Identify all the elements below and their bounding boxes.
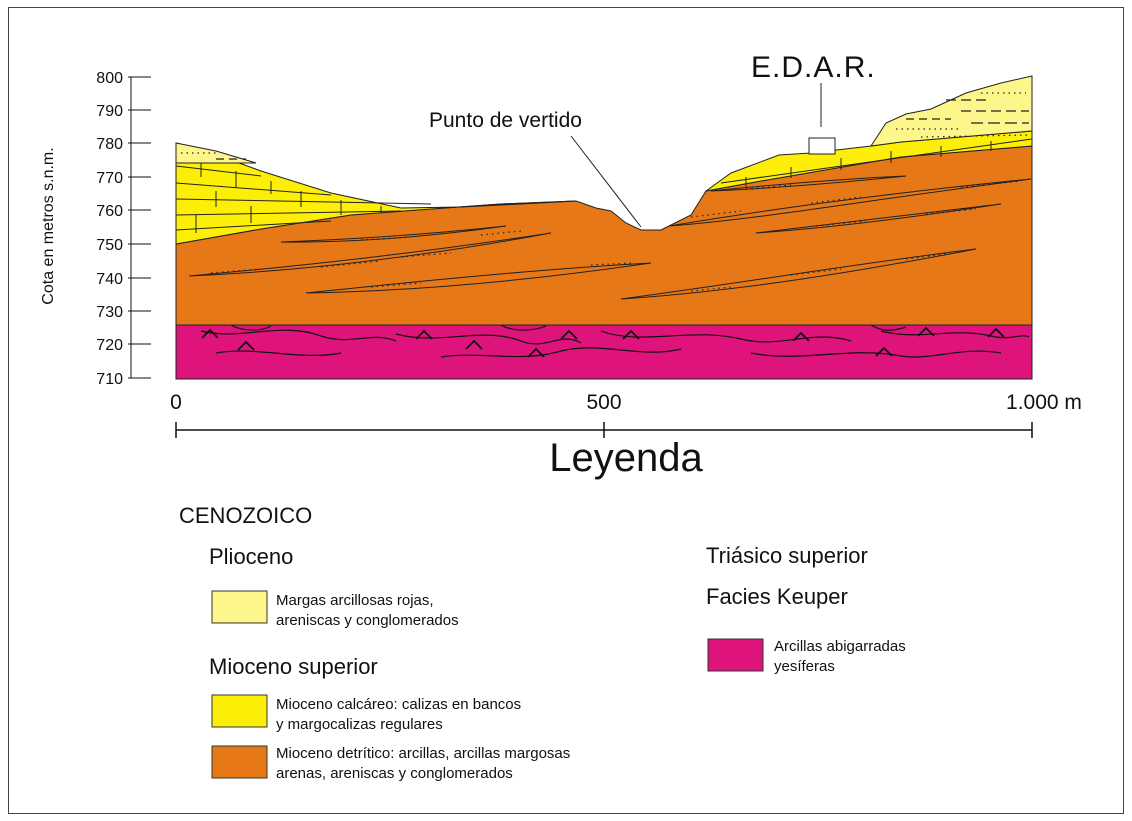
sand-dots bbox=[210, 180, 1022, 292]
limestone-beds bbox=[175, 138, 1033, 233]
legend-group-pliocene: Plioceno bbox=[209, 544, 293, 569]
sand-lenses bbox=[188, 175, 1032, 300]
legend-swatch-miocene-calcareous bbox=[211, 694, 268, 728]
layer-miocene-detrital bbox=[175, 145, 1033, 326]
legend-swatch-keuper bbox=[707, 638, 764, 672]
legend-text-pliocene-1: Margas arcillosas rojas, bbox=[276, 592, 434, 609]
y-tick-720: 720 bbox=[96, 337, 123, 354]
layer-pliocene bbox=[175, 75, 1033, 164]
gypsum-symbols bbox=[201, 326, 1005, 358]
legend-text-calcareous-2: y margocalizas regulares bbox=[276, 716, 443, 733]
edar-plant-symbol bbox=[808, 137, 836, 155]
y-tick-730: 730 bbox=[96, 304, 123, 321]
y-tick-710: 710 bbox=[96, 371, 123, 388]
pliocene-marls-dashes bbox=[181, 92, 1030, 160]
scale-label-1000: 1.000 m bbox=[1006, 391, 1082, 414]
outfall-leader-line bbox=[570, 135, 642, 228]
legend-swatch-pliocene bbox=[211, 590, 268, 624]
legend-text-detrital-1: Mioceno detrítico: arcillas, arcillas ma… bbox=[276, 745, 570, 762]
legend-text-keuper-2: yesíferas bbox=[774, 658, 835, 675]
legend-group-miocene: Mioceno superior bbox=[209, 654, 378, 679]
legend-swatch-miocene-detrital bbox=[211, 745, 268, 779]
outfall-label: Punto de vertido bbox=[429, 109, 582, 132]
pliocene-west bbox=[175, 142, 257, 164]
y-tick-740: 740 bbox=[96, 271, 123, 288]
legend-text-pliocene-2: areniscas y conglomerados bbox=[276, 612, 459, 629]
legend-group-triassic: Triásico superior bbox=[706, 543, 868, 568]
y-tick-790: 790 bbox=[96, 103, 123, 120]
y-tick-770: 770 bbox=[96, 170, 123, 187]
pliocene-east bbox=[869, 75, 1033, 147]
edar-label: E.D.A.R. bbox=[751, 51, 876, 84]
y-tick-800: 800 bbox=[96, 70, 123, 87]
miocene-detrital-layer bbox=[175, 145, 1033, 326]
scale-label-500: 500 bbox=[586, 391, 621, 414]
y-tick-780: 780 bbox=[96, 136, 123, 153]
distance-scale: 0 500 1.000 m bbox=[170, 391, 1082, 438]
legend-text-detrital-2: arenas, areniscas y conglomerados bbox=[276, 765, 513, 782]
legend-era: CENOZOICO bbox=[179, 503, 312, 528]
keuper-clays-layer bbox=[175, 324, 1033, 380]
y-axis-title: Cota en metros s.n.m. bbox=[40, 147, 57, 304]
layer-keuper bbox=[175, 324, 1033, 380]
geologic-cross-section: 800 790 780 770 760 750 740 730 720 710 … bbox=[40, 51, 1082, 782]
y-tick-760: 760 bbox=[96, 203, 123, 220]
y-tick-labels: 800 790 780 770 760 750 740 730 720 710 bbox=[96, 70, 123, 388]
legend-subgroup-keuper: Facies Keuper bbox=[706, 584, 848, 609]
y-tick-750: 750 bbox=[96, 237, 123, 254]
legend-text-calcareous-1: Mioceno calcáreo: calizas en bancos bbox=[276, 696, 521, 713]
scale-label-0: 0 bbox=[170, 391, 182, 414]
miocene-calcareous-west bbox=[175, 142, 577, 245]
legend: Leyenda CENOZOICO Plioceno Margas arcill… bbox=[179, 436, 906, 782]
layer-miocene-calcareous bbox=[175, 130, 1033, 245]
legend-text-keuper-1: Arcillas abigarradas bbox=[774, 638, 906, 655]
y-axis bbox=[128, 76, 151, 379]
figure-frame: 800 790 780 770 760 750 740 730 720 710 … bbox=[8, 7, 1124, 814]
legend-title: Leyenda bbox=[549, 436, 703, 480]
